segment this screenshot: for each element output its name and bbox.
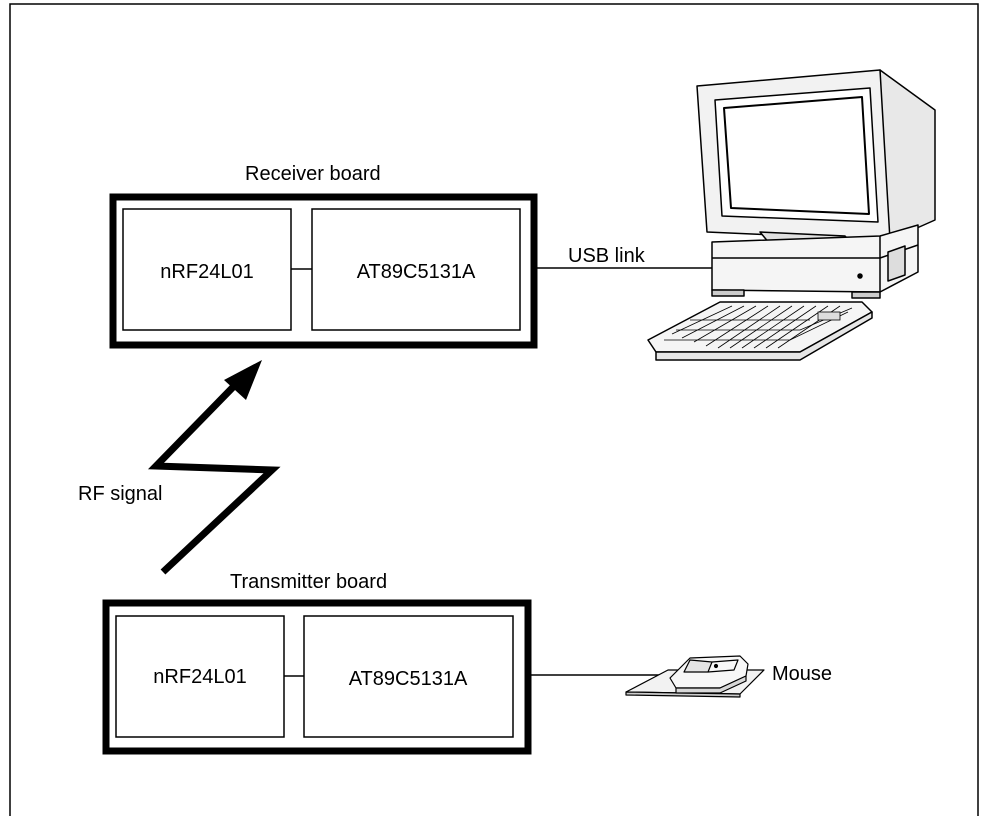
outer-frame <box>9 3 979 816</box>
usb-link-label: USB link <box>568 245 646 267</box>
transmitter-mcu-block <box>303 615 514 738</box>
rf-signal-label: RF signal <box>78 483 162 505</box>
receiver-radio-label: nRF24L01 <box>160 261 253 283</box>
transmitter-radio-label: nRF24L01 <box>153 666 246 688</box>
rf-signal-arrowhead <box>224 360 262 400</box>
transmitter-board-title: Transmitter board <box>230 571 387 593</box>
receiver-board-title: Receiver board <box>245 163 381 185</box>
keyboard-keys <box>664 305 853 349</box>
desktop-computer-icon <box>647 69 936 361</box>
receiver-mcu-label: AT89C5131A <box>357 261 476 283</box>
transmitter-mcu-label: AT89C5131A <box>349 668 468 690</box>
rf-signal-bolt <box>147 380 281 575</box>
receiver-board <box>109 193 538 349</box>
mouse-label: Mouse <box>772 663 832 685</box>
mouse-icon <box>625 655 765 698</box>
receiver-mcu-block <box>311 208 521 331</box>
transmitter-board <box>102 599 532 755</box>
